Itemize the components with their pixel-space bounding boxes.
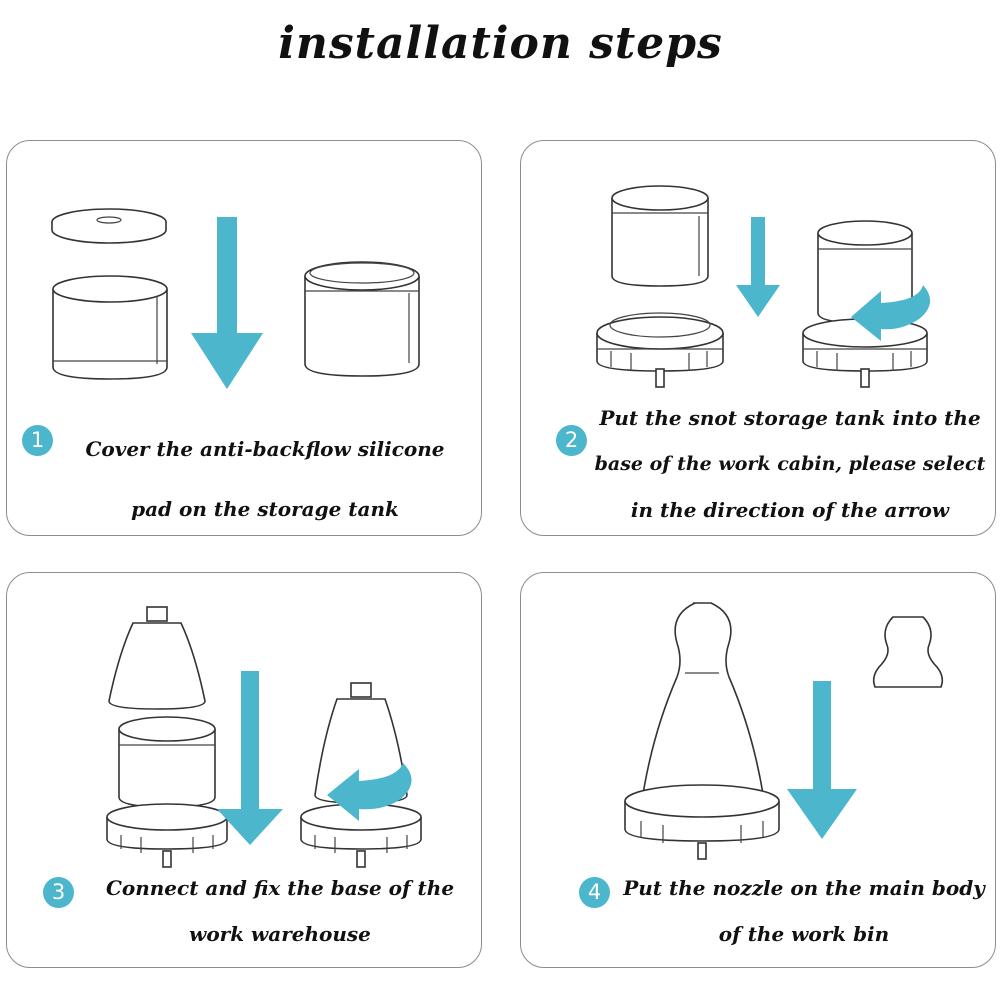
step-2-caption: Put the snot storage tank into the base … (593, 395, 987, 533)
step-4-caption-line-2: of the work bin (718, 922, 890, 946)
rotate-arrow-icon (851, 285, 931, 341)
down-arrow-icon (736, 217, 780, 317)
assembled-cone-icon (300, 682, 422, 868)
step-4-panel: 4 Put the nozzle on the main body of the… (520, 572, 996, 968)
step-3-illustration (106, 606, 422, 868)
silicone-pad-icon (51, 208, 167, 244)
storage-tank-icon (611, 185, 709, 287)
step-1-panel: 1 Cover the anti-backflow silicone pad o… (6, 140, 482, 536)
step-1-badge: 1 (22, 425, 53, 456)
step-1-illustration (51, 208, 420, 389)
step-2-badge: 2 (556, 425, 587, 456)
assembled-tank-icon (802, 220, 928, 388)
step-4-caption-line-1: Put the nozzle on the main body (623, 876, 985, 900)
step-1-caption-line-2: pad on the storage tank (131, 497, 399, 521)
step-3-badge: 3 (43, 877, 74, 908)
step-2-caption-line-2: base of the work cabin, please select (594, 453, 986, 475)
down-arrow-icon (787, 681, 857, 839)
step-3-panel: 3 Connect and fix the base of the work w… (6, 572, 482, 968)
main-body-with-nozzle-icon (624, 602, 780, 860)
nozzle-tip-icon (872, 616, 944, 688)
step-2-panel: 2 Put the snot storage tank into the bas… (520, 140, 996, 536)
step-2-caption-line-3: in the direction of the arrow (630, 498, 950, 522)
work-cabin-base-icon (596, 312, 724, 388)
step-2-caption-line-1: Put the snot storage tank into the (599, 406, 981, 430)
step-1-caption-line-1: Cover the anti-backflow silicone (85, 437, 445, 461)
step-3-caption-line-1: Connect and fix the base of the (105, 876, 455, 900)
step-4-badge: 4 (579, 877, 610, 908)
down-arrow-icon (217, 671, 283, 845)
step-3-caption-line-2: work warehouse (189, 922, 371, 946)
storage-tank-icon (52, 275, 168, 380)
nozzle-cone-icon (108, 606, 206, 710)
step-4-illustration (624, 602, 944, 860)
step-3-caption: Connect and fix the base of the work war… (85, 865, 475, 957)
down-arrow-icon (191, 217, 263, 389)
page-title: installation steps (278, 18, 723, 69)
tank-on-base-icon (106, 716, 228, 868)
step-2-illustration (596, 185, 931, 388)
step-1-caption: Cover the anti-backflow silicone pad on … (65, 419, 465, 535)
step-4-caption: Put the nozzle on the main body of the w… (621, 865, 987, 957)
rotate-arrow-icon (327, 763, 412, 821)
covered-tank-icon (304, 261, 420, 377)
